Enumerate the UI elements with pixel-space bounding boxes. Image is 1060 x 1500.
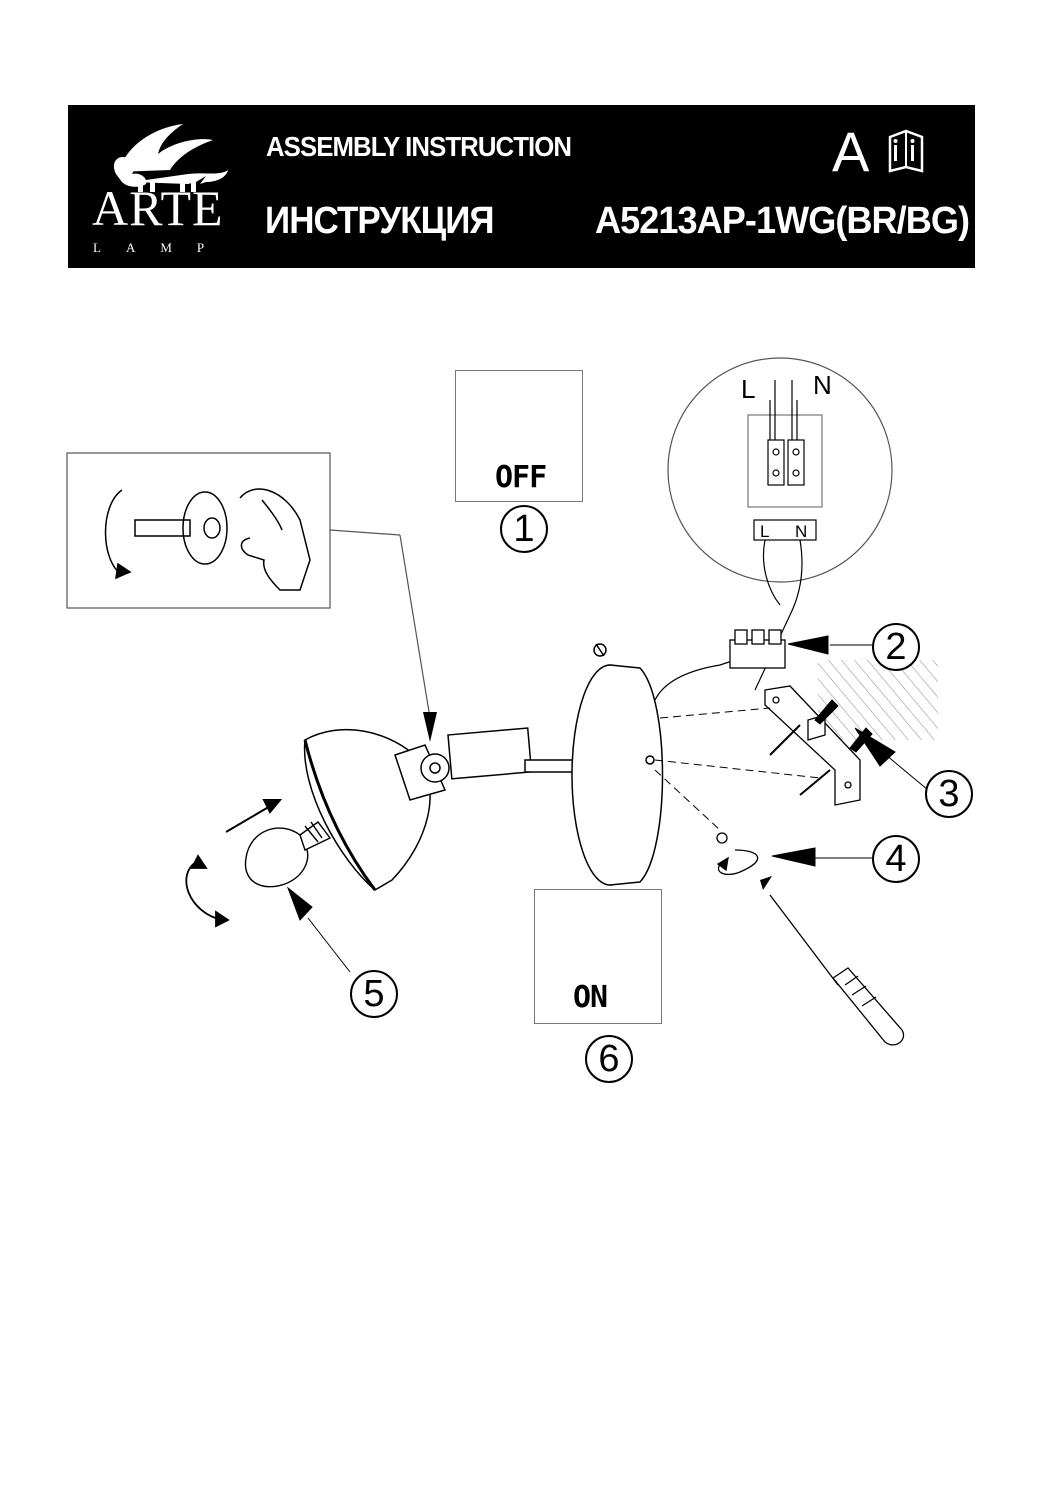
griffin-logo-icon [113, 124, 228, 192]
leader-5 [286, 886, 351, 973]
terminal-block [729, 629, 786, 669]
brand-sub: LAMP [93, 240, 230, 255]
wall-anchors [769, 699, 873, 796]
terminal-l-label: L [760, 522, 770, 541]
step-5: 5 [350, 970, 398, 1018]
knob-detail-drawing [104, 488, 311, 591]
switch-off-label: OFF [495, 460, 547, 495]
bulb-insert-arrow [225, 799, 283, 833]
step-2: 2 [872, 623, 920, 671]
lamp-arm [394, 727, 586, 801]
supply-wire [654, 659, 736, 701]
step-4: 4 [872, 835, 920, 883]
model-number: A5213AP-1WG(BR/BG) [595, 200, 970, 242]
variant-letter: A [832, 120, 870, 183]
wire-l-label: L [741, 374, 756, 404]
header-banner [68, 105, 975, 268]
breaker-off-panel [455, 370, 583, 502]
fixing-screw [716, 832, 759, 876]
breaker-on-panel [534, 889, 662, 1024]
wall-base [571, 643, 664, 886]
wire-n-label: N [813, 370, 832, 400]
leader-4 [771, 847, 872, 867]
leader-3 [854, 727, 929, 791]
lamp-shade [303, 728, 431, 891]
wiring-detail [667, 357, 893, 691]
leader-2 [787, 635, 872, 655]
knob-detail-box [66, 452, 431, 719]
terminal-n-label: N [795, 522, 808, 541]
arrow-to-knob [423, 712, 437, 742]
dashed-guides [654, 707, 821, 831]
light-bulb [244, 821, 332, 888]
switch-on-label: ON [573, 980, 608, 1015]
arrow-up-screw [760, 876, 772, 890]
step-3: 3 [925, 770, 973, 818]
wall-hatch [818, 660, 938, 740]
step-1: 1 [500, 505, 548, 553]
screwdriver [769, 894, 905, 1046]
info-manual-icon [888, 129, 924, 173]
bulb-rotate-arrow [185, 854, 230, 928]
brand-name: ARTE [92, 180, 224, 236]
title-russian: ИНСТРУКЦИЯ [265, 200, 495, 242]
title-english: ASSEMBLY INSTRUCTION [266, 131, 572, 162]
step-6: 6 [585, 1035, 633, 1083]
